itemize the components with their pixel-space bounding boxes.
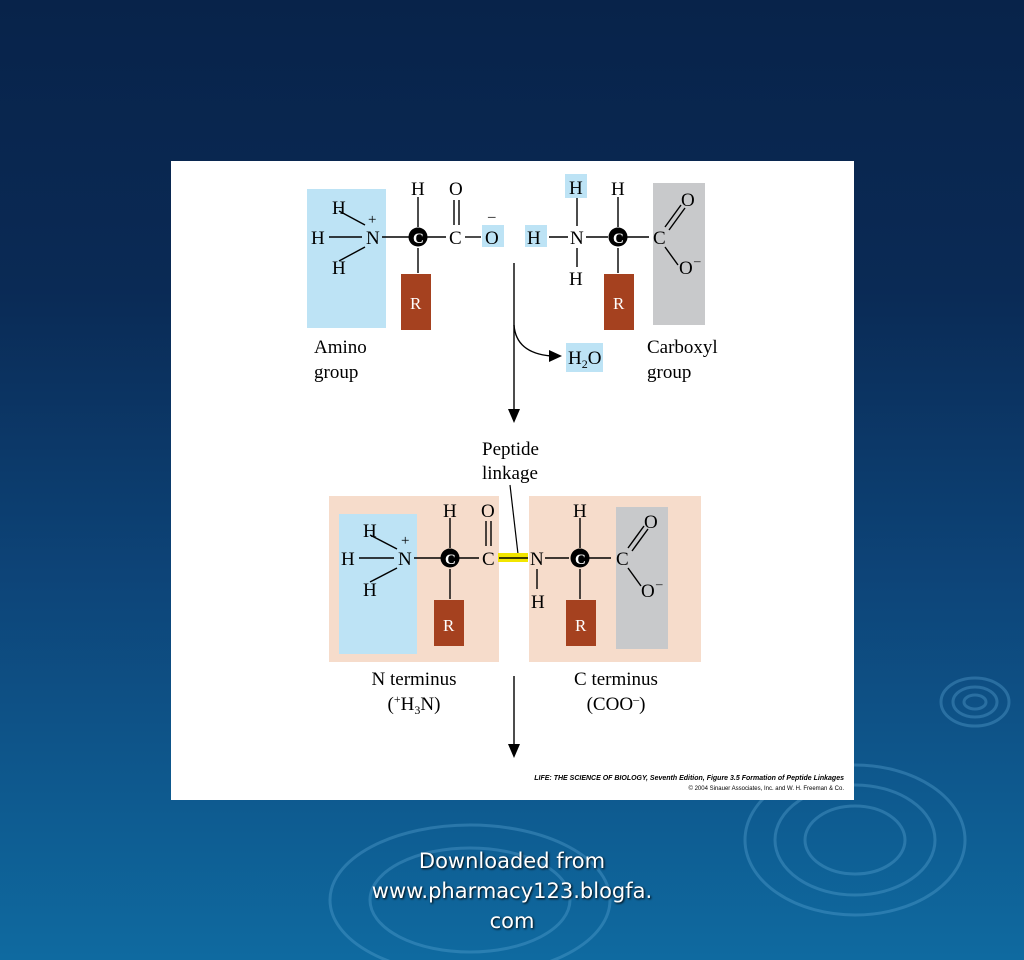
r-group-box: [401, 274, 431, 330]
plus-charge: +: [401, 533, 409, 549]
atom-h: H: [411, 179, 425, 200]
leaving-h-box-2: [565, 174, 587, 198]
r-group-label: R: [613, 294, 625, 313]
alpha-carbon: [608, 227, 628, 247]
leaving-h-box-1: [525, 225, 547, 247]
atom-h: H: [573, 501, 587, 522]
peptide-pointer-line: [509, 484, 519, 555]
r-group-box: [566, 600, 596, 646]
alpha-carbon-label: C: [575, 552, 586, 568]
peptide-linkage-label: linkage: [482, 463, 538, 484]
atom-o: O: [485, 228, 499, 249]
minus-charge: –: [487, 209, 496, 225]
atom-o: O: [449, 179, 463, 200]
continuation-arrowhead: [508, 744, 520, 758]
atom-h: H: [332, 198, 346, 219]
r-group-box: [434, 600, 464, 646]
water-box: [566, 343, 603, 372]
carboxyl-group-label: Carboxyl: [647, 337, 718, 358]
c-terminus-residue-box: [529, 496, 701, 662]
atom-h: H: [363, 521, 377, 542]
atom-n: N: [530, 549, 544, 570]
peptide-linkage-label: Peptide: [482, 439, 539, 460]
atom-c: C: [616, 549, 629, 570]
atom-h: H: [569, 269, 583, 290]
amino-group-label: group: [314, 362, 358, 383]
n-terminus-formula: (+H3N): [388, 692, 441, 717]
c-terminus-carboxyl-box: [616, 507, 668, 649]
alpha-carbon: [570, 548, 590, 568]
atom-c: C: [653, 228, 666, 249]
figure-credit: LIFE: THE SCIENCE OF BIOLOGY, Seventh Ed…: [534, 775, 844, 782]
peptide-linkage-figure: H2O H + H N H C H C O – O R H N H H C H …: [171, 161, 854, 800]
water-formula: H2O: [568, 348, 601, 371]
atom-h: H: [569, 178, 583, 199]
amino-group-box: [307, 189, 386, 328]
alpha-carbon: [408, 227, 428, 247]
atom-h: H: [332, 258, 346, 279]
atom-n: N: [570, 228, 584, 249]
c-terminus-label: C terminus: [574, 669, 658, 690]
atom-c: C: [482, 549, 495, 570]
atom-h: H: [443, 501, 457, 522]
atom-n: N: [366, 228, 380, 249]
caption-line: www.pharmacy123.blogfa.: [371, 879, 653, 903]
c-terminus-formula: (COO–): [587, 692, 646, 715]
atom-o: O: [641, 581, 655, 602]
alpha-carbon-label: C: [445, 552, 456, 568]
minus-charge: –: [655, 576, 663, 591]
minus-charge: –: [693, 253, 701, 268]
caption-line: Downloaded from: [418, 849, 606, 873]
atom-o: O: [481, 501, 495, 522]
r-group-box: [604, 274, 634, 330]
download-source-caption: Downloaded from www.pharmacy123.blogfa. …: [312, 846, 712, 936]
atom-c: C: [449, 228, 462, 249]
carboxyl-group-label: group: [647, 362, 691, 383]
leaving-oxygen-box: [482, 225, 504, 247]
atom-h: H: [363, 580, 377, 601]
water-arrowhead: [549, 350, 562, 362]
figure-copyright: © 2004 Sinauer Associates, Inc. and W. H…: [689, 785, 845, 792]
alpha-carbon-label: C: [613, 231, 624, 247]
atom-h: H: [527, 228, 541, 249]
reaction-arrowhead: [508, 409, 520, 423]
plus-charge: +: [368, 212, 376, 228]
atom-h: H: [531, 592, 545, 613]
r-group-label: R: [575, 616, 587, 635]
n-terminus-amino-box: [339, 514, 417, 654]
atom-o: O: [644, 512, 658, 533]
atom-h: H: [311, 228, 325, 249]
r-group-label: R: [443, 616, 455, 635]
r-group-label: R: [410, 294, 422, 313]
atom-h: H: [611, 179, 625, 200]
alpha-carbon: [440, 548, 460, 568]
atom-o: O: [679, 258, 693, 279]
n-terminus-label: N terminus: [372, 669, 457, 690]
atom-n: N: [398, 549, 412, 570]
caption-line: com: [489, 909, 535, 933]
atom-h: H: [341, 549, 355, 570]
amino-group-label: Amino: [314, 337, 367, 358]
alpha-carbon-label: C: [413, 231, 424, 247]
atom-o: O: [681, 190, 695, 211]
